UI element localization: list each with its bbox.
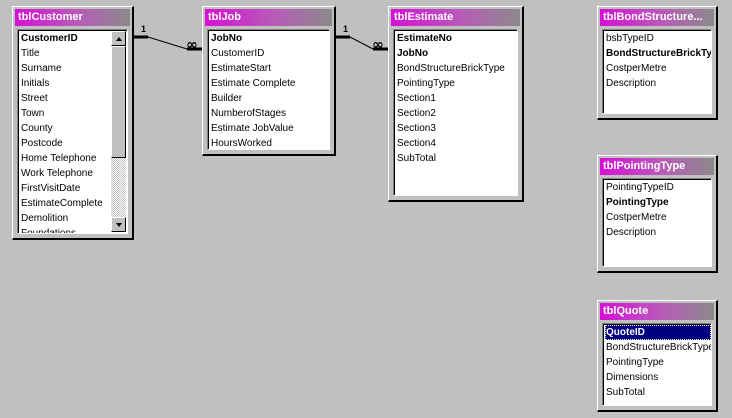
field-item-estimate-complete[interactable]: Estimate Complete (211, 78, 296, 89)
field-list[interactable]: bsbTypeID BondStructureBrickType Costper… (602, 29, 712, 114)
relationship-job-estimate[interactable]: 1 ∞ (336, 24, 388, 53)
table-window-tbljob[interactable]: tblJob JobNo CustomerID EstimateStart Es… (202, 6, 336, 156)
scroll-down-arrow-icon (115, 222, 122, 227)
field-item-street[interactable]: Street (21, 93, 48, 104)
field-item-pointingtypeid[interactable]: PointingTypeID (606, 182, 674, 193)
scroll-up-arrow-icon (115, 36, 122, 41)
table-window-tblcustomer[interactable]: tblCustomer CustomerID Title Surname Ini… (12, 6, 134, 240)
table-window-tblquote[interactable]: tblQuote QuoteID BondStructureBrickType … (597, 300, 718, 412)
field-item-foundations[interactable]: Foundations (21, 228, 77, 234)
field-item-costpermetre[interactable]: CostperMetre (606, 63, 667, 74)
table-window-tblbondstructure[interactable]: tblBondStructure... bsbTypeID BondStruct… (597, 6, 718, 120)
field-item-initials[interactable]: Initials (21, 78, 50, 89)
field-item-subtotal[interactable]: SubTotal (397, 153, 436, 164)
field-item-bsbtypeid[interactable]: bsbTypeID (606, 33, 654, 44)
field-item-home-telephone[interactable]: Home Telephone (21, 153, 97, 164)
field-item-surname[interactable]: Surname (21, 63, 62, 74)
one-side-label: 1 (141, 24, 146, 34)
field-item-work-telephone[interactable]: Work Telephone (21, 168, 93, 179)
table-title[interactable]: tblBondStructure... (600, 9, 714, 26)
field-item-bondstructurebricktype[interactable]: BondStructureBrickType (606, 342, 711, 353)
field-item-subtotal[interactable]: SubTotal (606, 387, 645, 398)
field-item-title[interactable]: Title (21, 48, 40, 59)
field-item-bondstructurebricktype[interactable]: BondStructureBrickType (397, 63, 505, 74)
field-item-estimatecomplete[interactable]: EstimateComplete (21, 198, 103, 209)
field-item-costpermetre[interactable]: CostperMetre (606, 212, 667, 223)
field-item-section4[interactable]: Section4 (397, 138, 436, 149)
field-item-pointingtype[interactable]: PointingType (397, 78, 455, 89)
field-item-description[interactable]: Description (606, 227, 657, 238)
field-list[interactable]: CustomerID Title Surname Initials Street… (17, 29, 128, 234)
relationship-customer-job[interactable]: 1 ∞ (134, 24, 202, 53)
field-item-section1[interactable]: Section1 (397, 93, 436, 104)
vertical-scrollbar[interactable] (111, 31, 126, 232)
many-side-label: ∞ (186, 37, 198, 53)
table-title[interactable]: tblPointingType (600, 158, 714, 175)
field-item-demolition[interactable]: Demolition (21, 213, 69, 224)
field-list[interactable]: PointingTypeID PointingType CostperMetre… (602, 178, 712, 267)
field-item-pointingtype[interactable]: PointingType (606, 197, 669, 208)
field-item-jobno[interactable]: JobNo (211, 33, 243, 44)
field-item-pointingtype[interactable]: PointingType (606, 357, 664, 368)
field-item-hoursworked[interactable]: HoursWorked (211, 138, 272, 149)
field-item-estimate-jobvalue[interactable]: Estimate JobValue (211, 123, 294, 134)
field-item-customerid[interactable]: CustomerID (211, 48, 265, 59)
field-item-quoteid[interactable]: QuoteID (605, 325, 711, 340)
table-window-tblestimate[interactable]: tblEstimate EstimateNo JobNo BondStructu… (388, 6, 524, 202)
scroll-up-button[interactable] (111, 31, 126, 46)
field-list[interactable]: JobNo CustomerID EstimateStart Estimate … (207, 29, 330, 150)
field-list[interactable]: EstimateNo JobNo BondStructureBrickType … (393, 29, 518, 196)
field-item-jobno[interactable]: JobNo (397, 48, 429, 59)
field-item-customerid[interactable]: CustomerID (21, 33, 78, 44)
scroll-thumb[interactable] (111, 46, 126, 158)
field-item-numberofstages[interactable]: NumberofStages (211, 108, 287, 119)
table-title[interactable]: tblCustomer (15, 9, 130, 26)
field-item-dimensions[interactable]: Dimensions (606, 372, 659, 383)
field-item-bondstructurebricktype[interactable]: BondStructureBrickType (606, 48, 711, 59)
field-item-description[interactable]: Description (606, 78, 657, 89)
table-title[interactable]: tblQuote (600, 303, 714, 320)
field-item-section3[interactable]: Section3 (397, 123, 436, 134)
scroll-down-button[interactable] (111, 217, 126, 232)
field-item-estimateno[interactable]: EstimateNo (397, 33, 453, 44)
table-title[interactable]: tblEstimate (391, 9, 520, 26)
field-item-firstvisitdate[interactable]: FirstVisitDate (21, 183, 81, 194)
table-title[interactable]: tblJob (205, 9, 332, 26)
field-item-county[interactable]: County (21, 123, 53, 134)
field-item-builder[interactable]: Builder (211, 93, 243, 104)
field-item-town[interactable]: Town (21, 108, 45, 119)
one-side-label: 1 (343, 24, 348, 34)
table-window-tblpointingtype[interactable]: tblPointingType PointingTypeID PointingT… (597, 155, 718, 273)
field-item-postcode[interactable]: Postcode (21, 138, 63, 149)
field-item-estimatestart[interactable]: EstimateStart (211, 63, 272, 74)
field-item-section2[interactable]: Section2 (397, 108, 436, 119)
many-side-label: ∞ (372, 37, 384, 53)
field-list[interactable]: QuoteID BondStructureBrickType PointingT… (602, 323, 712, 406)
